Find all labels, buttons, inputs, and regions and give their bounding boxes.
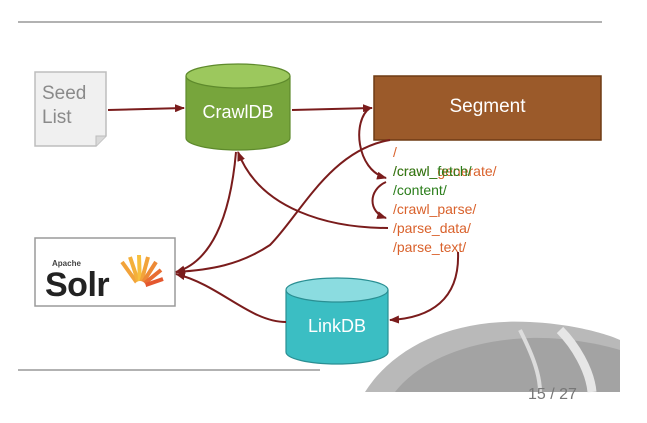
arrow-segment-to-fetch [358,107,387,180]
arrow-linkdb-to-solr [175,272,287,323]
segment-directory-list: / /crawl_generate/ /content/ /crawl_pars… [393,143,497,257]
arrow-segment-to-linkdb [389,251,460,324]
linkdb-cylinder [285,277,389,365]
segment-dir-root: / [393,144,397,160]
seed-list-label: Seed List [42,83,87,128]
segment-dir-crawl-parse: /crawl_parse/ [393,201,477,217]
seed-list-document [34,71,107,147]
arrow-fetch-to-parse [371,181,387,219]
decorative-ball-image [365,321,620,393]
arrow-crawldb-to-solr [175,151,237,274]
solr-apache-label: Apache [52,259,81,268]
segment-dir-content: /content/ [393,182,447,198]
arrow-segment-to-solr [175,139,391,276]
segment-box [373,75,602,141]
crawldb-cylinder [185,63,291,151]
solr-label: Solr [45,266,110,304]
arrow-crawldb-to-segment [291,104,373,113]
crawldb-label: CrawlDB [202,102,274,122]
arrow-seed-to-crawldb [107,104,185,113]
arrow-segment-to-crawldb [237,151,389,229]
segment-dir-crawl-fetch: /crawl_fetch/ [393,163,472,179]
segment-dir-parse-text: /parse_text/ [393,239,467,255]
linkdb-label: LinkDB [307,316,367,336]
segment-dir-crawl-generate: /crawl_generate/ [393,163,497,179]
flow-arrows [107,104,460,324]
solr-logo [34,237,176,307]
segment-dir-parse-data: /parse_data/ [393,220,471,236]
solr-sunburst-icon [120,254,164,293]
segment-label: Segment [449,96,526,117]
page-number: 15 / 27 [528,386,577,403]
